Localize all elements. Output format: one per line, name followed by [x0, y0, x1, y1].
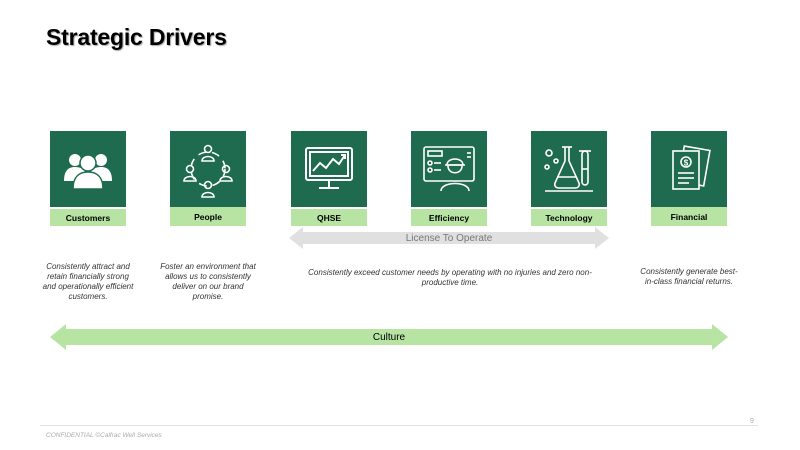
driver-label-qhse: QHSE	[291, 209, 367, 226]
monitor-chart-icon	[305, 147, 353, 189]
driver-qhse: QHSE	[291, 131, 367, 226]
page-number: 9	[750, 418, 754, 425]
financial-description: Consistently generate best-in-class fina…	[640, 267, 738, 286]
driver-customers: Customers	[50, 131, 126, 226]
svg-text:$: $	[684, 159, 689, 168]
invoice-dollar-icon: $	[672, 145, 711, 190]
driver-financial: $ Financial	[651, 131, 727, 226]
operations-description: Consistently exceed customer needs by op…	[308, 268, 592, 287]
footer-divider	[40, 425, 758, 426]
customers-description: Consistently attract and retain financia…	[42, 262, 134, 301]
lab-flasks-icon	[544, 146, 593, 192]
driver-label-efficiency: Efficiency	[411, 209, 487, 226]
people-tile	[170, 131, 246, 207]
customers-group-icon	[64, 154, 112, 190]
customers-tile	[50, 131, 126, 207]
culture-arrow	[50, 324, 728, 350]
license-to-operate-arrow	[289, 227, 609, 249]
driver-technology: Technology	[531, 131, 607, 226]
culture-label: Culture	[372, 332, 406, 343]
slide-title: Strategic Drivers	[46, 24, 227, 50]
license-to-operate-label: License To Operate	[405, 233, 493, 244]
driver-label-technology: Technology	[531, 209, 607, 226]
driver-efficiency: Efficiency	[411, 131, 487, 226]
footer-confidential: CONFIDENTIAL ©Calfrac Well Services	[46, 432, 162, 439]
efficiency-tile	[411, 131, 487, 207]
technology-tile	[531, 131, 607, 207]
driver-label-financial: Financial	[651, 207, 727, 226]
people-network-icon	[183, 144, 233, 198]
driver-label-people: People	[170, 207, 246, 226]
worker-dashboard-icon	[423, 146, 475, 192]
qhse-tile	[291, 131, 367, 207]
financial-tile: $	[651, 131, 727, 207]
driver-label-customers: Customers	[50, 209, 126, 226]
people-description: Foster an environment that allows us to …	[160, 262, 256, 301]
driver-people: People	[170, 131, 246, 226]
